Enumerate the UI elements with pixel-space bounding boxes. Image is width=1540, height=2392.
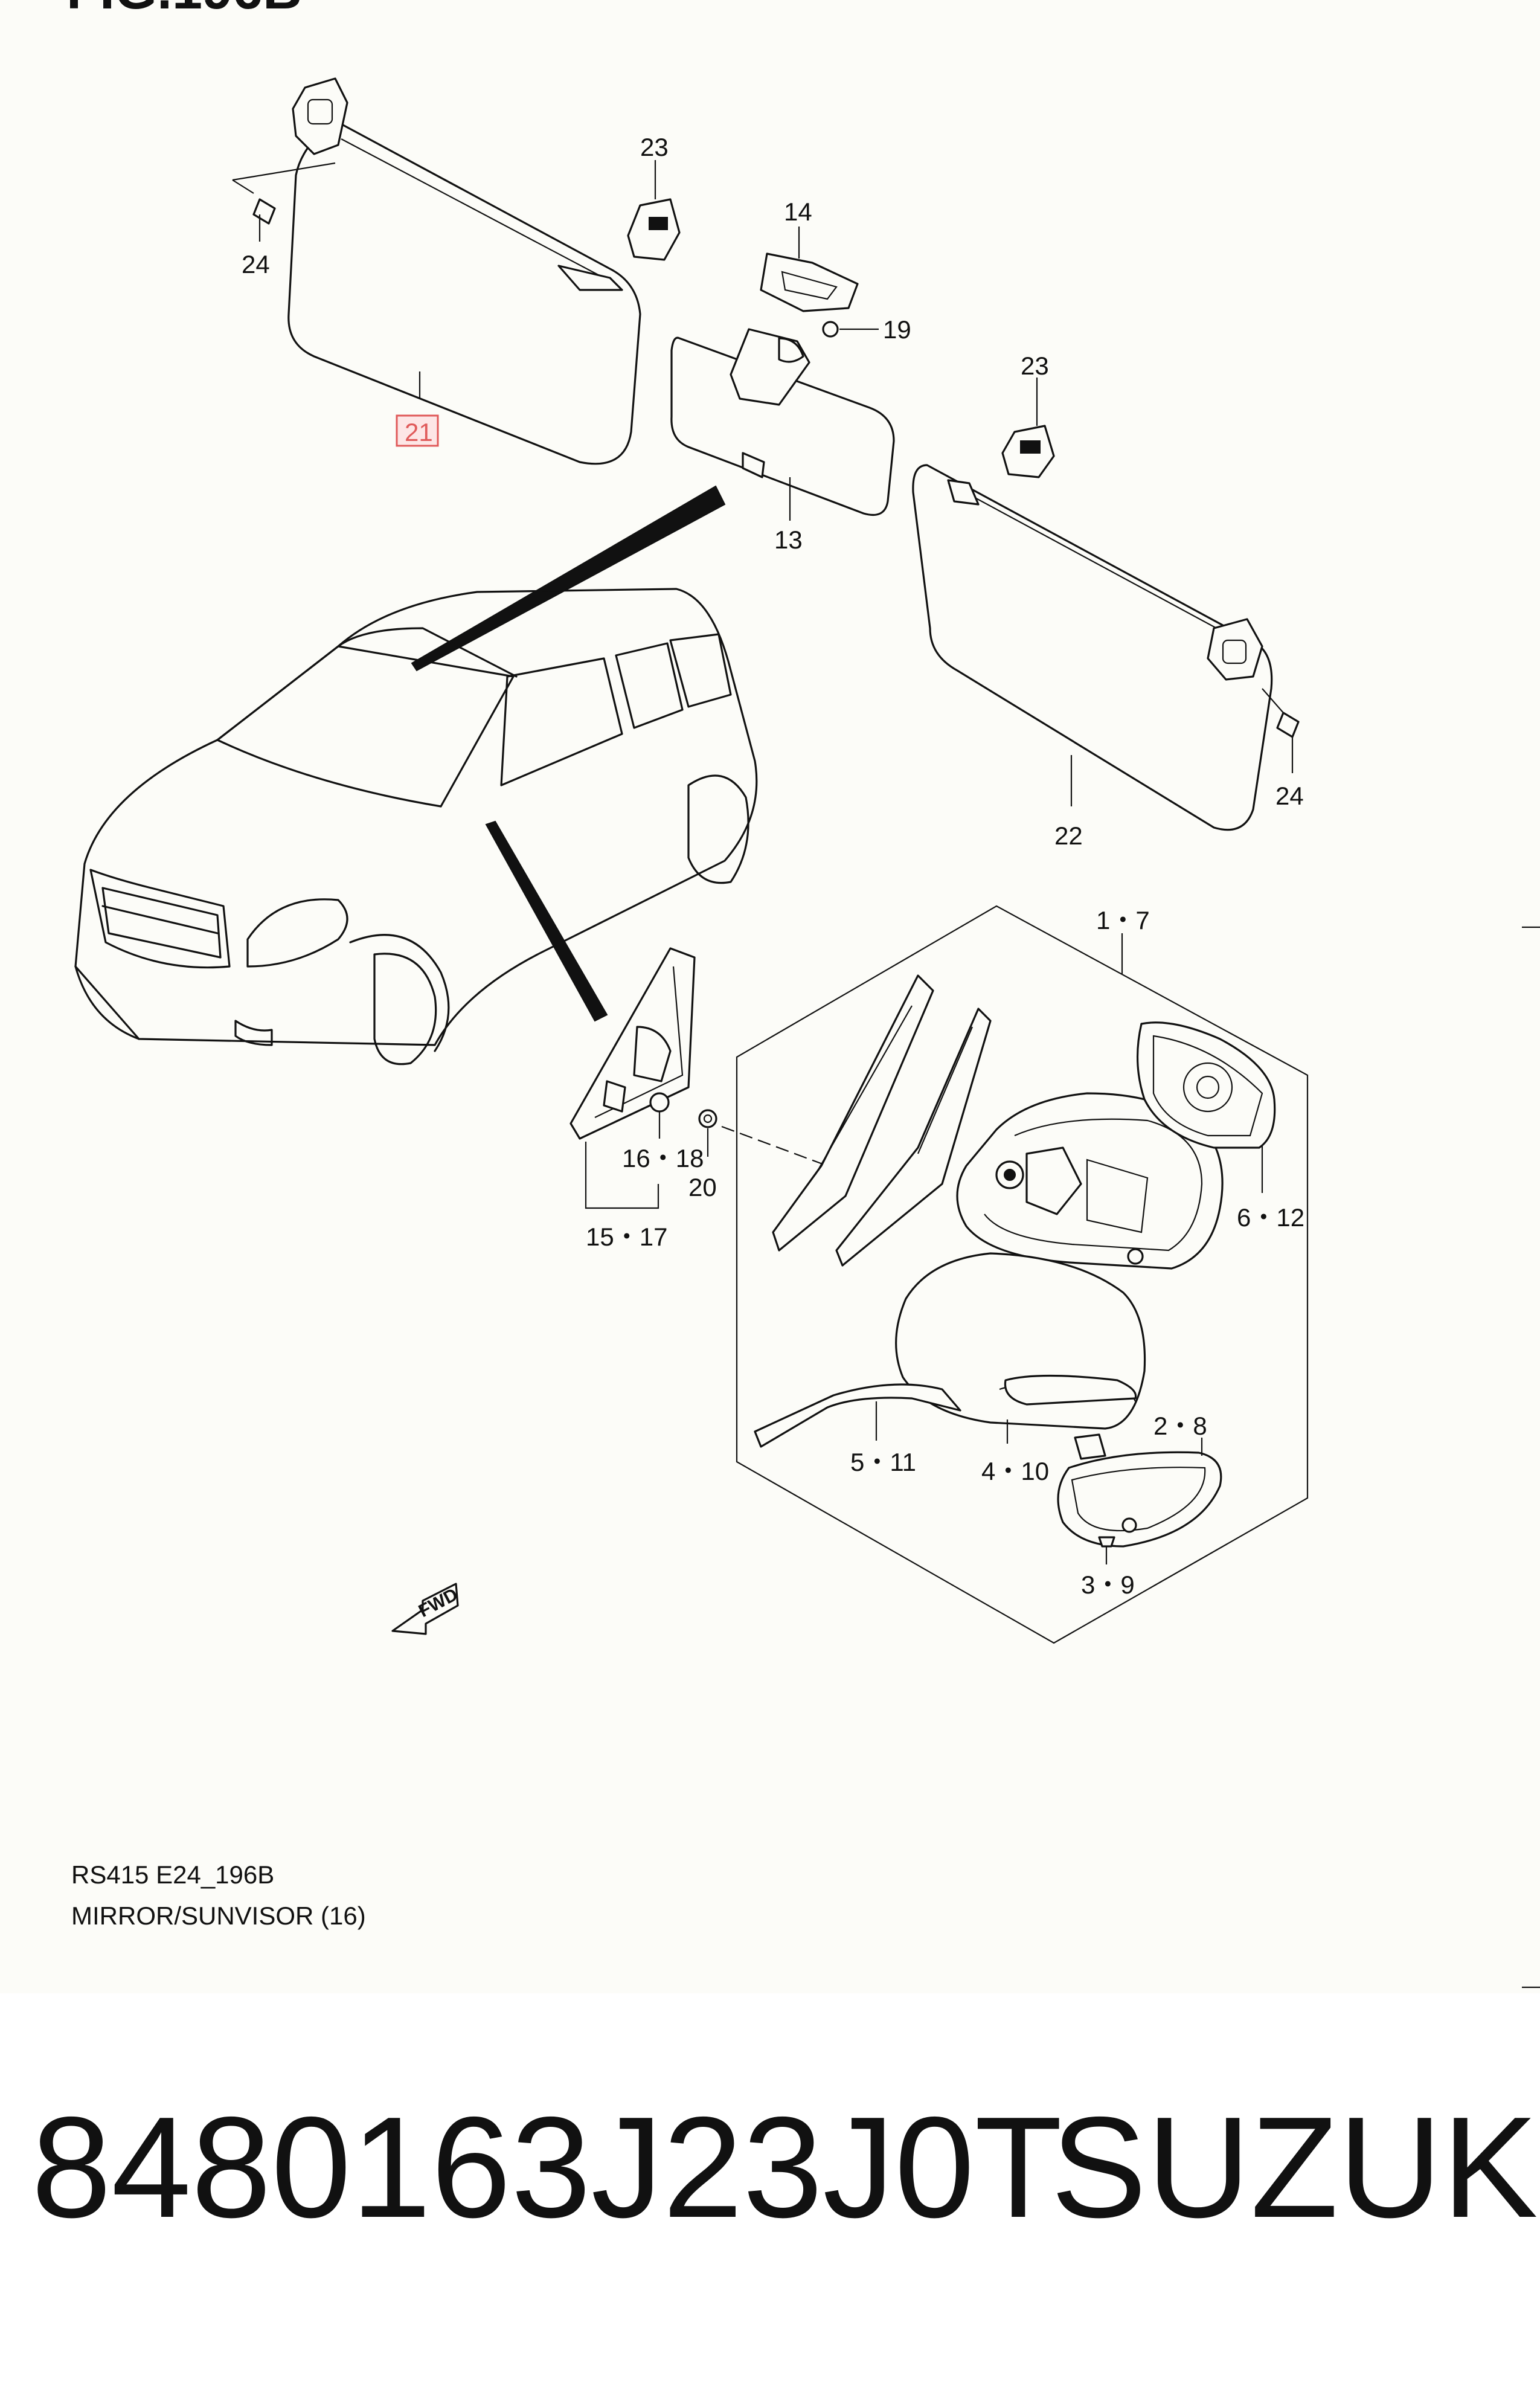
mirror-base-14 — [760, 252, 859, 312]
mirror-triangle-garnish — [569, 947, 696, 1140]
exploded-parts-diagram: FIG.196B 24 21 23 — [66, 0, 1540, 1989]
screw-24-right — [1276, 712, 1300, 738]
callout-2-8: 2・8 — [1153, 1412, 1207, 1440]
brand-name: SUZUKI — [1051, 2088, 1540, 2248]
callout-16-18: 16・18 — [622, 1144, 704, 1172]
callout-19: 19 — [883, 315, 911, 344]
clip-16-18 — [649, 1092, 670, 1113]
mirror-glass-6-12 — [1136, 1021, 1276, 1149]
callout-6-12: 6・12 — [1237, 1203, 1304, 1232]
callout-24-left: 24 — [242, 250, 270, 278]
callout-23-upper: 23 — [640, 133, 669, 161]
callout-14: 14 — [784, 198, 812, 226]
screw-3-9 — [1098, 1536, 1115, 1548]
sunvisor-right — [912, 464, 1273, 831]
callout-4-10: 4・10 — [981, 1457, 1049, 1485]
callout-3-9: 3・9 — [1081, 1571, 1135, 1599]
callout-20: 20 — [688, 1173, 717, 1201]
callout-5-11: 5・11 — [850, 1448, 916, 1476]
screw-24-left — [252, 198, 276, 225]
lower-garnish-5-11 — [754, 1383, 961, 1448]
figure-name: MIRROR/SUNVISOR (16) — [71, 1902, 366, 1930]
part-number: 8480163J23J0T — [31, 2088, 1063, 2248]
alignment-dash — [721, 1125, 828, 1167]
figure-code: RS415 E24_196B — [71, 1860, 274, 1889]
leader-wedge-triangle — [485, 820, 608, 1022]
callout-15-17: 15・17 — [586, 1223, 667, 1251]
leader-wedge-mirror — [411, 485, 726, 672]
mirror-assembly-group — [736, 905, 1309, 1644]
callout-21: 21 — [405, 418, 433, 446]
callout-23-lower: 23 — [1021, 352, 1049, 380]
mirror-bracket — [772, 974, 992, 1267]
mirror-housing — [956, 1092, 1224, 1270]
nut-20 — [698, 1109, 717, 1128]
turn-signal-lamp-2-8 — [1057, 1433, 1222, 1548]
diagram-drawing: FIG.196B 24 21 23 — [66, 0, 1540, 1989]
rearview-mirror-13 — [670, 328, 895, 516]
fwd-direction-arrow: FWD — [391, 1583, 461, 1635]
callout-22: 22 — [1054, 821, 1083, 850]
car-illustration — [74, 588, 758, 1066]
sunvisor-left — [287, 77, 641, 465]
highlighted-callout-box — [396, 414, 439, 447]
mirror-cover-4-10 — [895, 1252, 1146, 1430]
callout-13: 13 — [774, 526, 803, 554]
figure-title: FIG.196B — [66, 0, 302, 21]
callout-24-right: 24 — [1275, 782, 1304, 810]
callout-1-7: 1・7 — [1096, 906, 1150, 934]
